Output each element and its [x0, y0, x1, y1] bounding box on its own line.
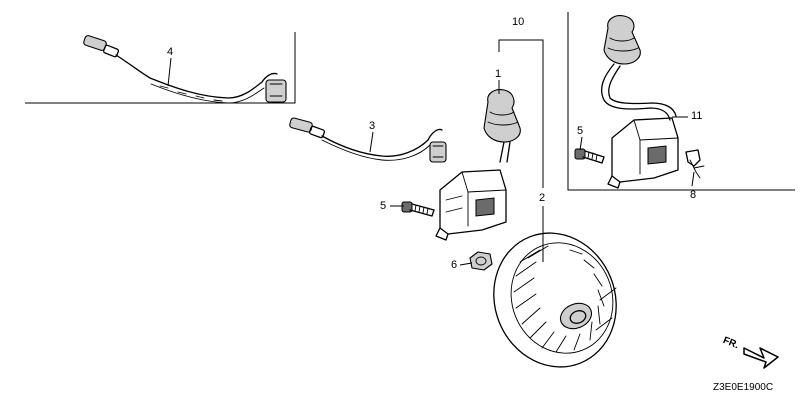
ignition-coil-1 — [435, 89, 521, 241]
callout-10: 10 — [512, 16, 525, 28]
flywheel-2 — [493, 232, 617, 368]
callout-5-center: 5 — [380, 200, 387, 212]
nut-6 — [469, 251, 493, 271]
callout-1: 1 — [495, 68, 502, 80]
bolt-5-inset — [574, 148, 605, 164]
leader-lines — [167, 39, 695, 266]
callout-2: 2 — [539, 192, 546, 204]
callout-3: 3 — [369, 120, 376, 132]
callout-6: 6 — [451, 259, 458, 271]
callout-5-inset: 5 — [577, 125, 584, 137]
front-direction-arrow-icon — [743, 347, 779, 369]
high-tension-cord-4 — [83, 35, 287, 104]
clip-8 — [685, 149, 705, 179]
bolt-5-center — [401, 201, 435, 217]
high-tension-cord-3 — [289, 117, 447, 163]
ignition-coil-11 — [600, 15, 679, 189]
callout-4: 4 — [167, 46, 174, 58]
inset-frame-right — [567, 12, 795, 191]
callout-8: 8 — [690, 189, 697, 201]
inset-frame-left — [25, 32, 296, 104]
diagram-code: Z3E0E1900C — [713, 382, 774, 393]
callout-11: 11 — [691, 110, 703, 122]
